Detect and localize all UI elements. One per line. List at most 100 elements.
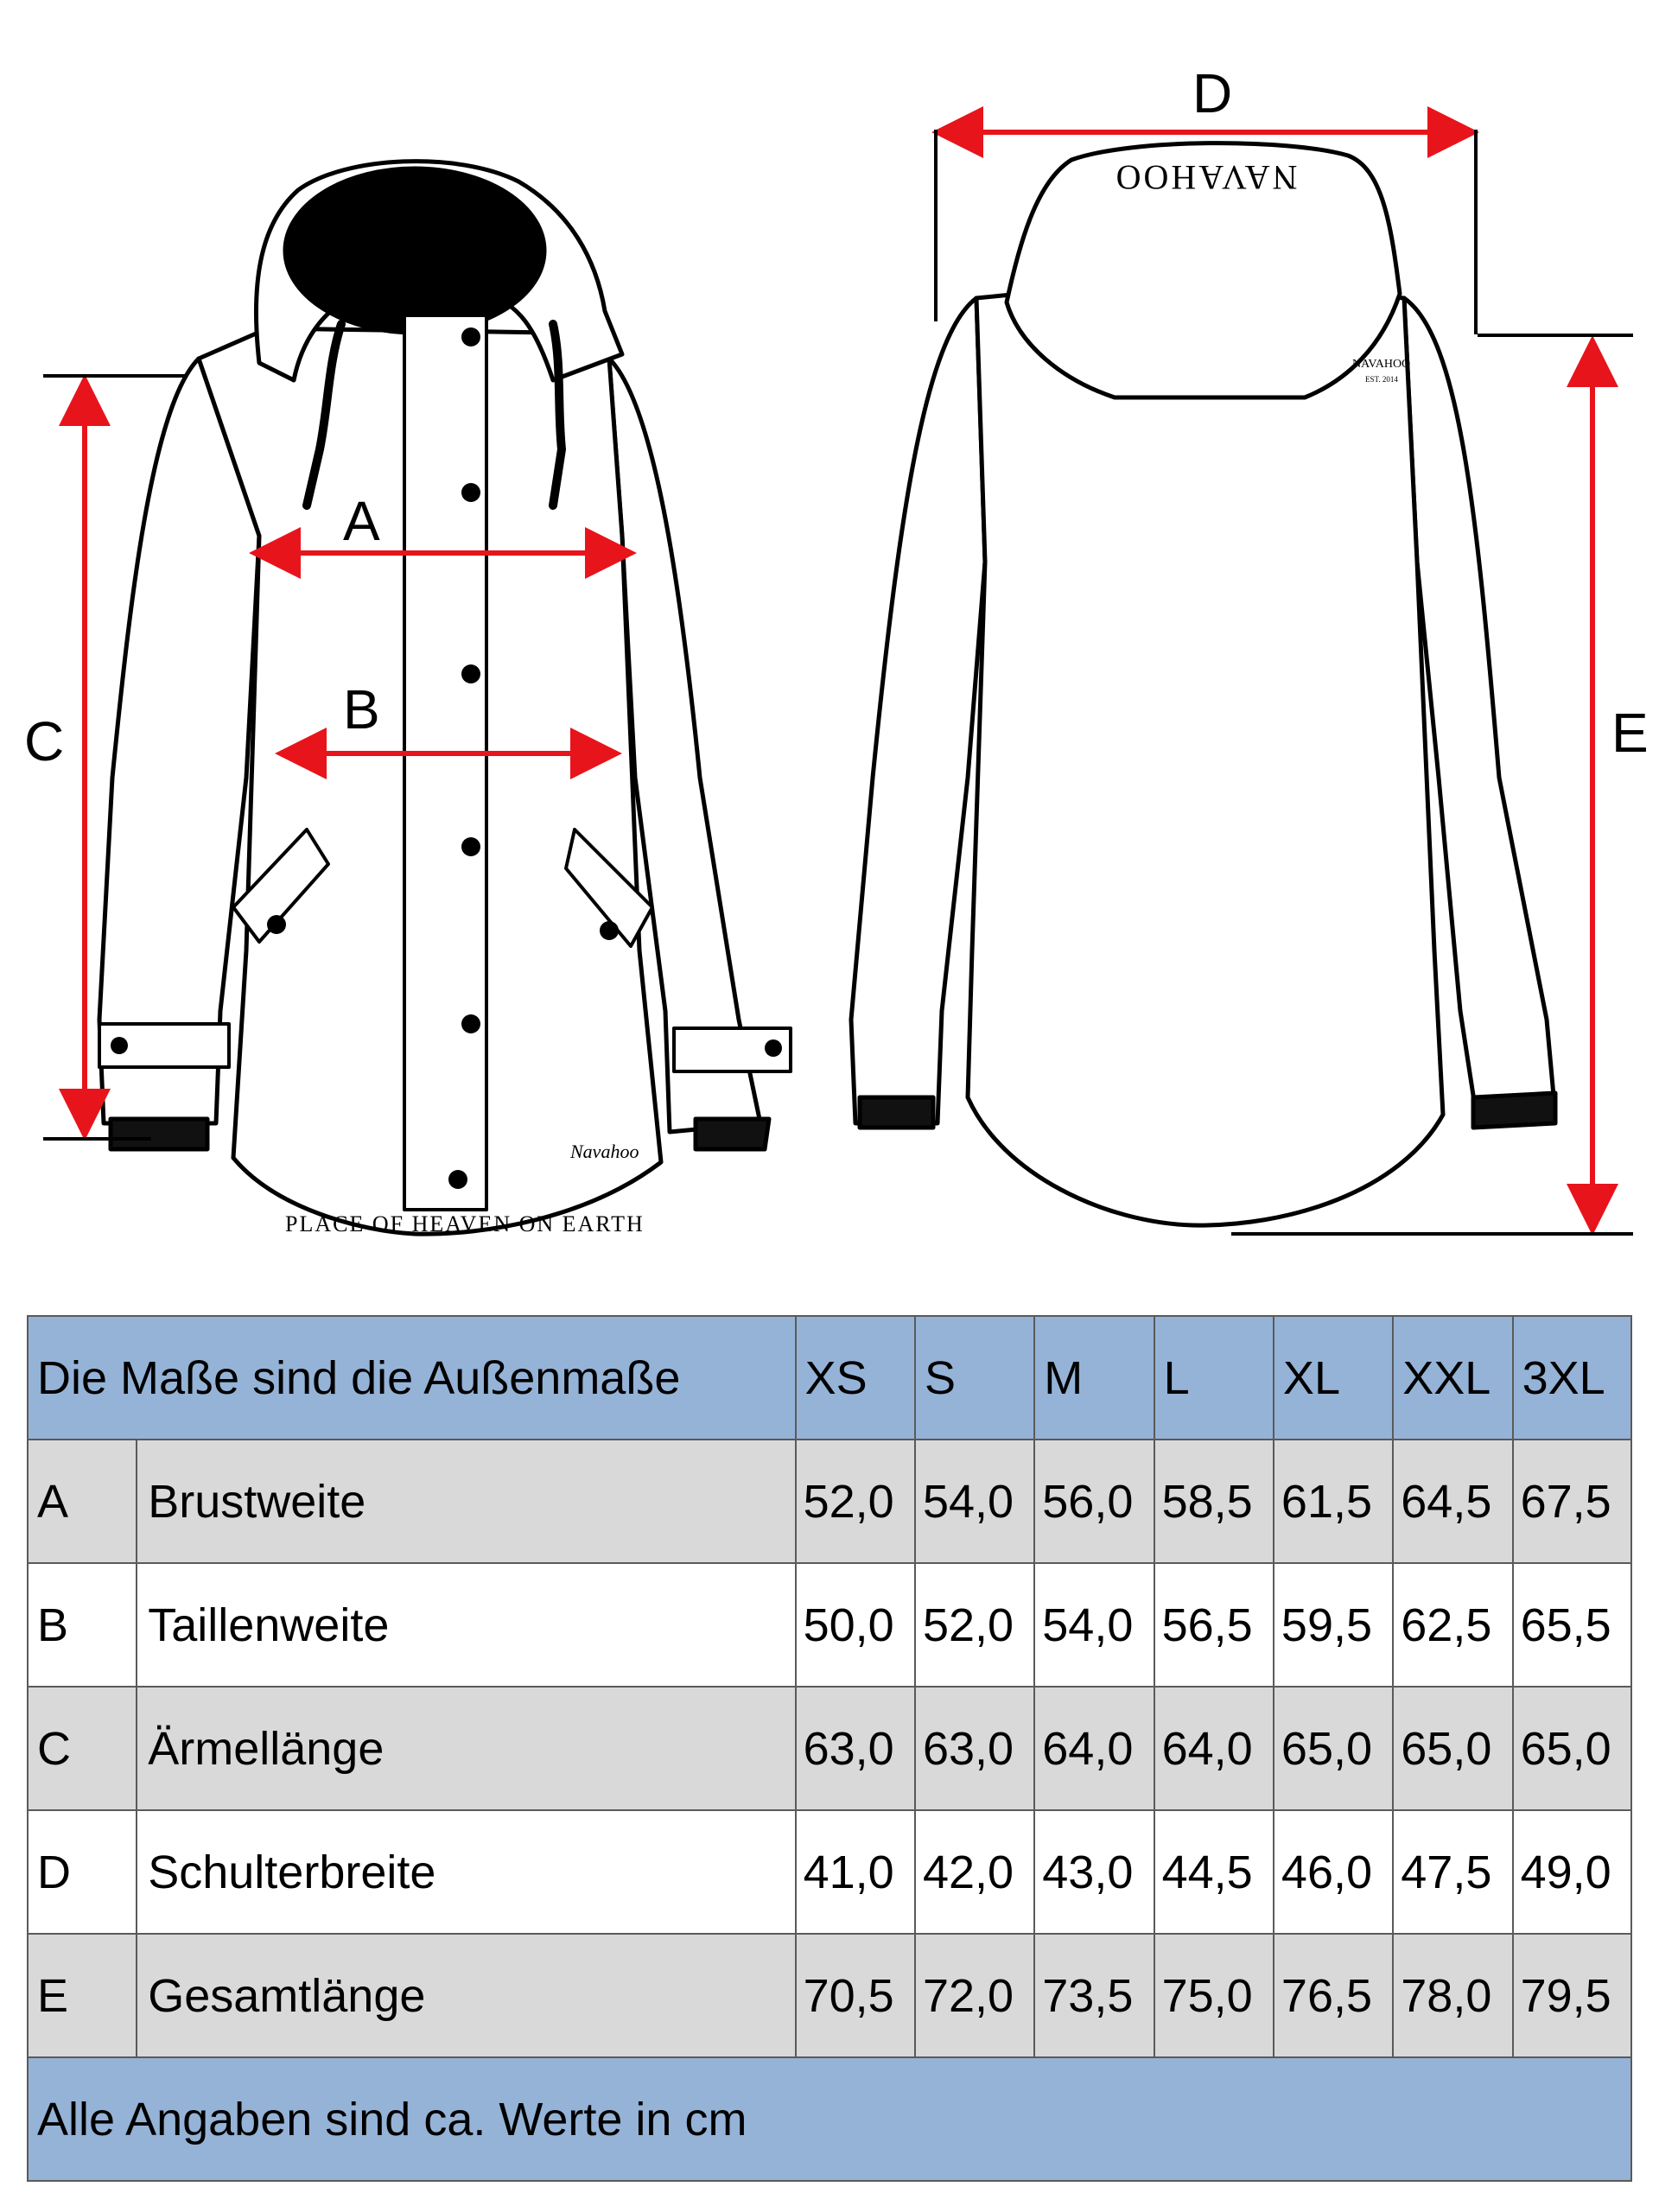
row-code: A: [26, 1439, 138, 1564]
row-code: D: [26, 1809, 138, 1935]
row-code: B: [26, 1562, 138, 1688]
row-value: 63,0: [913, 1686, 1036, 1811]
row-value: 58,5: [1153, 1439, 1274, 1564]
row-value: 54,0: [913, 1439, 1036, 1564]
back-left-cuff: [857, 1095, 936, 1130]
size-header: S: [913, 1315, 1036, 1440]
row-name: Ärmellänge: [136, 1686, 797, 1811]
row-value: 43,0: [1033, 1809, 1155, 1935]
size-header: M: [1033, 1315, 1155, 1440]
label-d: D: [1192, 62, 1232, 124]
row-code: C: [26, 1686, 138, 1811]
button: [111, 1037, 128, 1054]
size-header: XS: [794, 1315, 916, 1440]
jacket-measurement-diagram: PLACE OF HEAVEN ON EARTH Navahoo NAVAHOO…: [24, 62, 1649, 1236]
size-header: XL: [1272, 1315, 1395, 1440]
row-value: 56,0: [1033, 1439, 1155, 1564]
left-cuff-rib: [108, 1116, 210, 1152]
measurement-arrows: [59, 106, 1618, 1236]
row-value: 44,5: [1153, 1809, 1274, 1935]
front-buttons: [111, 327, 782, 1189]
right-pocket-flap: [564, 828, 654, 948]
row-value: 67,5: [1511, 1439, 1633, 1564]
row-value: 73,5: [1033, 1933, 1155, 2058]
row-value: 64,0: [1033, 1686, 1155, 1811]
row-value: 61,5: [1272, 1439, 1395, 1564]
row-value: 49,0: [1511, 1809, 1633, 1935]
row-value: 59,5: [1272, 1562, 1395, 1688]
table-footer-row: Alle Angaben sind ca. Werte in cm: [27, 2056, 1632, 2182]
left-pocket-flap: [232, 828, 330, 944]
row-name: Taillenweite: [136, 1562, 797, 1688]
table-row: E Gesamtlänge 70,5 72,0 73,5 75,0 76,5 7…: [26, 1933, 1633, 2058]
row-value: 64,5: [1392, 1439, 1514, 1564]
drawstrings: [302, 320, 567, 510]
back-left-sleeve: [849, 296, 988, 1126]
right-cuff-rib: [693, 1116, 772, 1152]
back-jacket-drawing: [849, 141, 1558, 1228]
row-value: 52,0: [794, 1439, 916, 1564]
back-hood-brand: NAVAHOO: [1114, 158, 1298, 197]
row-value: 65,0: [1272, 1686, 1395, 1811]
button: [448, 1170, 467, 1189]
front-hem-text: PLACE OF HEAVEN ON EARTH: [285, 1211, 645, 1236]
row-name: Gesamtlänge: [136, 1933, 797, 2058]
button: [765, 1039, 782, 1057]
button: [600, 921, 619, 940]
size-header: 3XL: [1511, 1315, 1633, 1440]
button: [461, 327, 480, 346]
size-header: L: [1153, 1315, 1274, 1440]
label-e: E: [1611, 702, 1649, 764]
label-b: B: [343, 678, 380, 741]
front-placket: [403, 314, 488, 1211]
row-name: Brustweite: [136, 1439, 797, 1564]
button: [461, 1014, 480, 1033]
row-value: 72,0: [913, 1933, 1036, 2058]
front-signature: Navahoo: [569, 1141, 639, 1162]
reference-lines: [43, 130, 1633, 1236]
row-value: 42,0: [913, 1809, 1036, 1935]
table-header-row: Die Maße sind die Außenmaße XS S M L XL …: [27, 1315, 1633, 1440]
size-header: XXL: [1392, 1315, 1514, 1440]
table-row: C Ärmellänge 63,0 63,0 64,0 64,0 65,0 65…: [26, 1686, 1633, 1811]
back-hood: [1004, 141, 1402, 400]
row-value: 52,0: [913, 1562, 1036, 1688]
row-value: 56,5: [1153, 1562, 1274, 1688]
row-value: 50,0: [794, 1562, 916, 1688]
back-right-sleeve: [1402, 296, 1558, 1126]
row-value: 54,0: [1033, 1562, 1155, 1688]
front-left-sleeve: [97, 356, 262, 1126]
button: [461, 483, 480, 502]
row-value: 62,5: [1392, 1562, 1514, 1688]
footer-note: Alle Angaben sind ca. Werte in cm: [27, 2056, 1632, 2182]
table-row: B Taillenweite 50,0 52,0 54,0 56,5 59,5 …: [26, 1562, 1633, 1688]
row-value: 47,5: [1392, 1809, 1514, 1935]
table-row: A Brustweite 52,0 54,0 56,0 58,5 61,5 64…: [26, 1439, 1633, 1564]
row-value: 41,0: [794, 1809, 916, 1935]
row-value: 65,0: [1511, 1686, 1633, 1811]
row-value: 79,5: [1511, 1933, 1633, 2058]
row-value: 64,0: [1153, 1686, 1274, 1811]
front-jacket-drawing: [97, 159, 792, 1236]
label-c: C: [24, 710, 64, 772]
header-title: Die Maße sind die Außenmaße: [27, 1315, 797, 1440]
back-right-cuff: [1471, 1090, 1558, 1130]
front-right-sleeve: [607, 356, 763, 1135]
row-value: 63,0: [794, 1686, 916, 1811]
row-value: 65,5: [1511, 1562, 1633, 1688]
back-label-sub: EST. 2014: [1365, 375, 1398, 384]
row-value: 76,5: [1272, 1933, 1395, 2058]
row-value: 46,0: [1272, 1809, 1395, 1935]
table-row: D Schulterbreite 41,0 42,0 43,0 44,5 46,…: [26, 1809, 1633, 1935]
back-label: NAVAHOO: [1352, 358, 1410, 371]
row-code: E: [26, 1933, 138, 2058]
button: [267, 915, 286, 934]
row-value: 70,5: [794, 1933, 916, 2058]
label-a: A: [343, 490, 380, 552]
button: [461, 664, 480, 683]
back-body: [965, 291, 1446, 1228]
row-name: Schulterbreite: [136, 1809, 797, 1935]
button: [461, 837, 480, 856]
size-table: Die Maße sind die Außenmaße XS S M L XL …: [26, 1315, 1633, 2182]
row-value: 75,0: [1153, 1933, 1274, 2058]
